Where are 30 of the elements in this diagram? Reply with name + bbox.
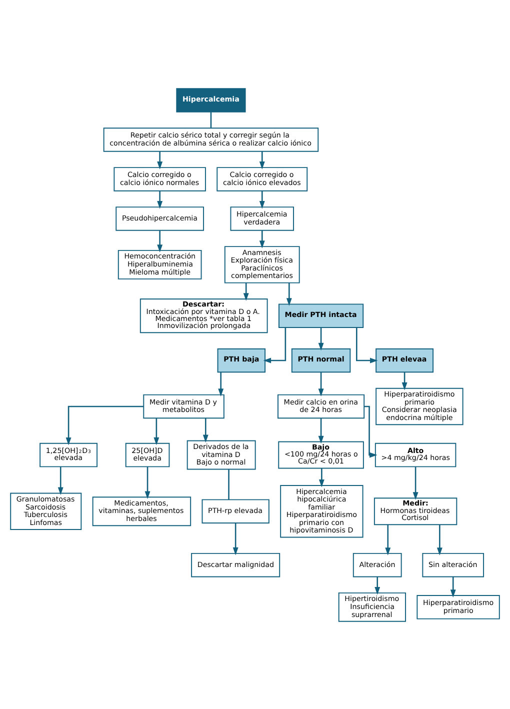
arrow: [436, 524, 442, 555]
arrow: [218, 372, 224, 396]
arrow: [318, 468, 324, 487]
arrow: [243, 282, 249, 300]
arrow: [385, 524, 391, 555]
arrow: [318, 327, 324, 350]
arrow: [259, 151, 265, 169]
arrow: [450, 576, 456, 597]
arrow: [412, 466, 418, 500]
arrow: [66, 405, 144, 445]
arrow: [144, 466, 150, 499]
arrow: [356, 327, 378, 363]
connector: [228, 469, 230, 500]
arrow: [318, 372, 324, 396]
arrow: [318, 418, 324, 444]
arrow: [232, 522, 238, 555]
arrow: [402, 372, 408, 390]
arrow: [263, 327, 286, 363]
arrow: [154, 418, 160, 445]
arrow: [157, 230, 163, 252]
connector: [210, 112, 212, 128]
arrow: [259, 230, 265, 248]
arrow: [374, 576, 380, 594]
arrow: [157, 190, 163, 208]
arrow: [259, 190, 265, 208]
arrow: [202, 418, 208, 442]
arrow: [286, 282, 292, 306]
arrow: [364, 405, 378, 458]
arrow: [157, 151, 163, 169]
arrow: [58, 466, 64, 494]
